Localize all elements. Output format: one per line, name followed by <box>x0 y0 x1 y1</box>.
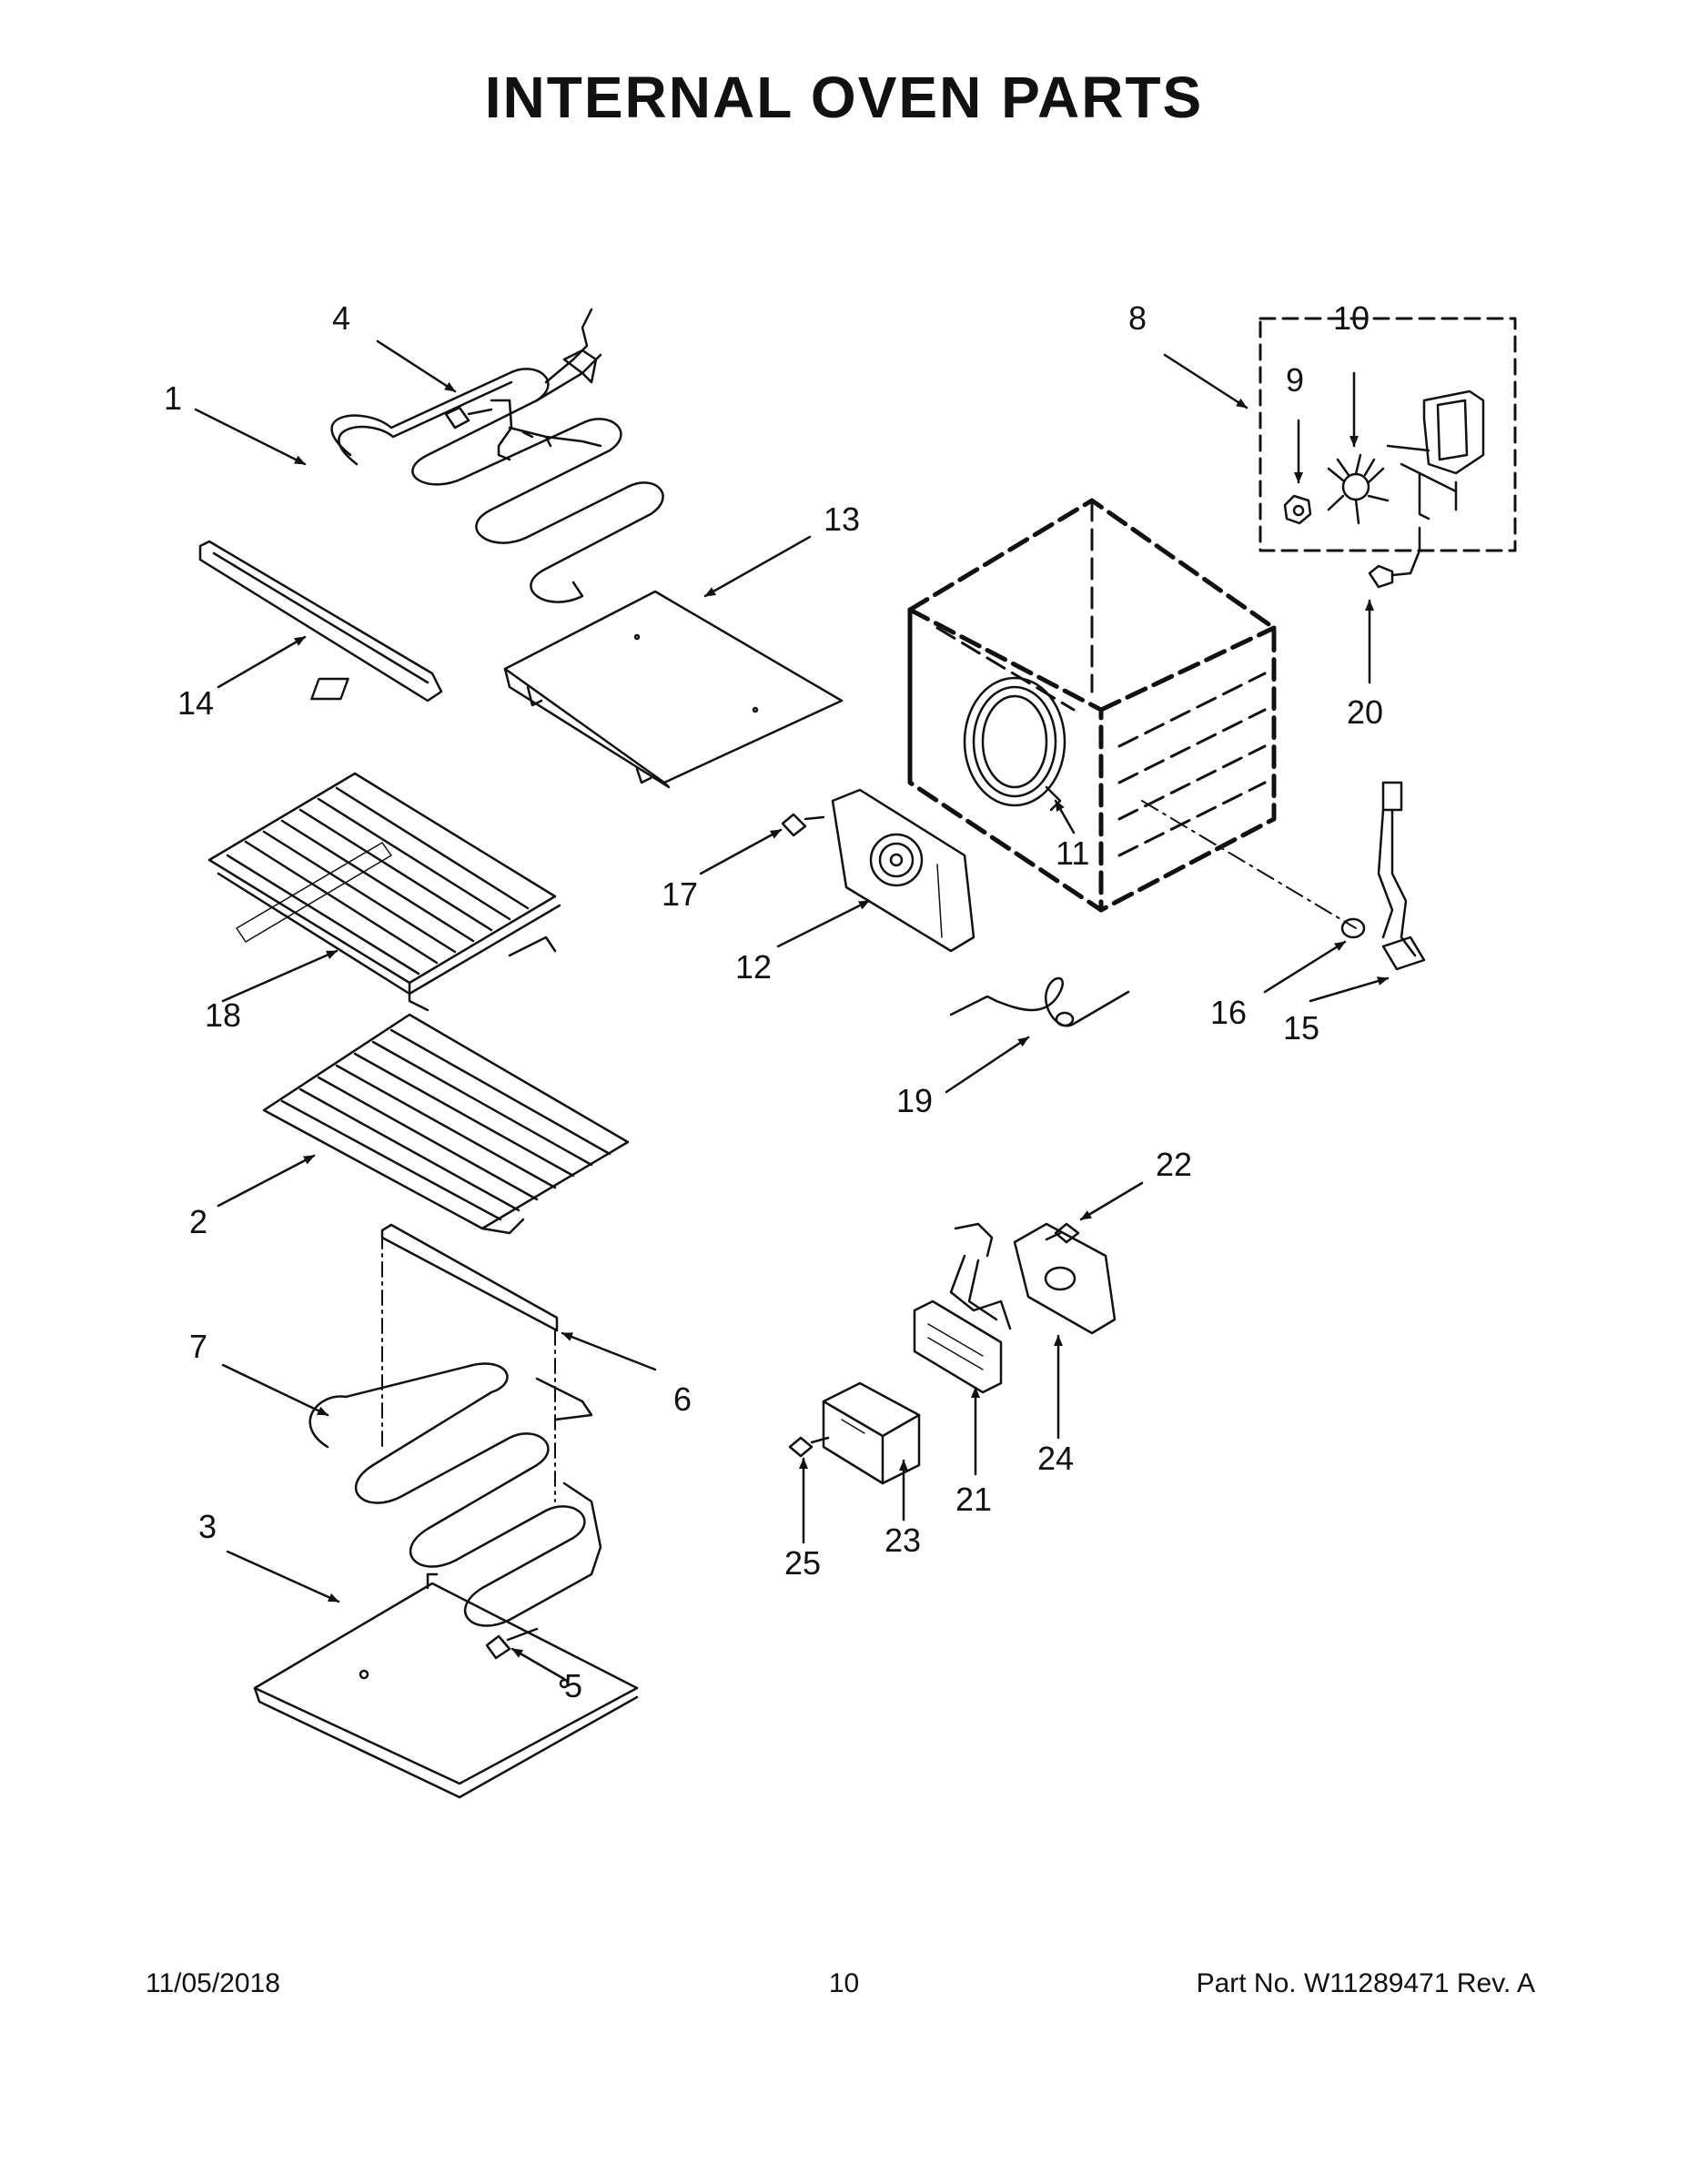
callout-14: 14 <box>177 684 214 722</box>
callout-16: 16 <box>1210 994 1247 1031</box>
wire-harness-board <box>913 1222 1012 1394</box>
bake-element <box>308 1362 602 1627</box>
callout-5: 5 <box>564 1667 582 1704</box>
screw-part-5 <box>485 1627 539 1660</box>
callout-7: 7 <box>189 1328 207 1365</box>
convection-element <box>963 676 1066 812</box>
leader-lines <box>194 339 1390 1681</box>
callout-19: 19 <box>896 1082 933 1119</box>
callout-23: 23 <box>884 1522 921 1559</box>
callout-4: 4 <box>332 299 350 337</box>
callout-21: 21 <box>955 1481 992 1518</box>
callout-24: 24 <box>1037 1440 1074 1477</box>
callout-labels: 1 2 3 4 5 6 7 8 9 10 11 12 13 14 15 16 1… <box>164 299 1383 1704</box>
callout-13: 13 <box>824 500 860 538</box>
callout-8: 8 <box>1128 299 1147 337</box>
oven-rack-with-glides <box>207 772 561 1012</box>
oven-cavity <box>907 498 1277 913</box>
bottom-panel <box>253 1572 639 1799</box>
broil-element <box>330 308 664 603</box>
footer-page-number: 10 <box>828 1968 860 1998</box>
meat-probe <box>949 976 1130 1027</box>
callout-25: 25 <box>784 1544 821 1582</box>
callout-10: 10 <box>1333 299 1370 337</box>
callout-11: 11 <box>1056 834 1089 872</box>
footer-date: 11/05/2018 <box>146 1968 280 1998</box>
callout-20: 20 <box>1347 693 1383 731</box>
callout-17: 17 <box>662 875 698 913</box>
screw-part-4 <box>444 399 602 461</box>
callout-9: 9 <box>1286 361 1304 399</box>
screw-part-22 <box>1045 1222 1080 1244</box>
oven-sensor <box>1141 781 1426 971</box>
screw-part-17 <box>781 813 825 837</box>
callout-12: 12 <box>735 948 772 986</box>
control-module <box>822 1381 921 1485</box>
callout-2: 2 <box>189 1203 207 1240</box>
gasket <box>1013 1222 1117 1335</box>
page-title: INTERNAL OVEN PARTS <box>484 65 1204 130</box>
fan-blade <box>1327 453 1390 525</box>
callout-18: 18 <box>205 996 241 1034</box>
bake-cover-bar <box>380 1223 559 1502</box>
callout-3: 3 <box>198 1508 217 1545</box>
screw-part-20 <box>1368 526 1421 589</box>
cover-plate <box>310 590 844 789</box>
callout-1: 1 <box>164 379 182 417</box>
oven-rack <box>262 1013 630 1235</box>
callout-6: 6 <box>673 1380 692 1418</box>
callout-22: 22 <box>1156 1146 1192 1183</box>
screw-part-25 <box>788 1436 830 1458</box>
fan-cover <box>831 788 975 953</box>
footer-part-number: Part No. W11289471 Rev. A <box>1196 1968 1535 1998</box>
convection-motor-assembly <box>1258 317 1517 552</box>
nut-part-9 <box>1283 494 1312 525</box>
vent-bar <box>198 540 443 703</box>
callout-15: 15 <box>1283 1009 1319 1046</box>
